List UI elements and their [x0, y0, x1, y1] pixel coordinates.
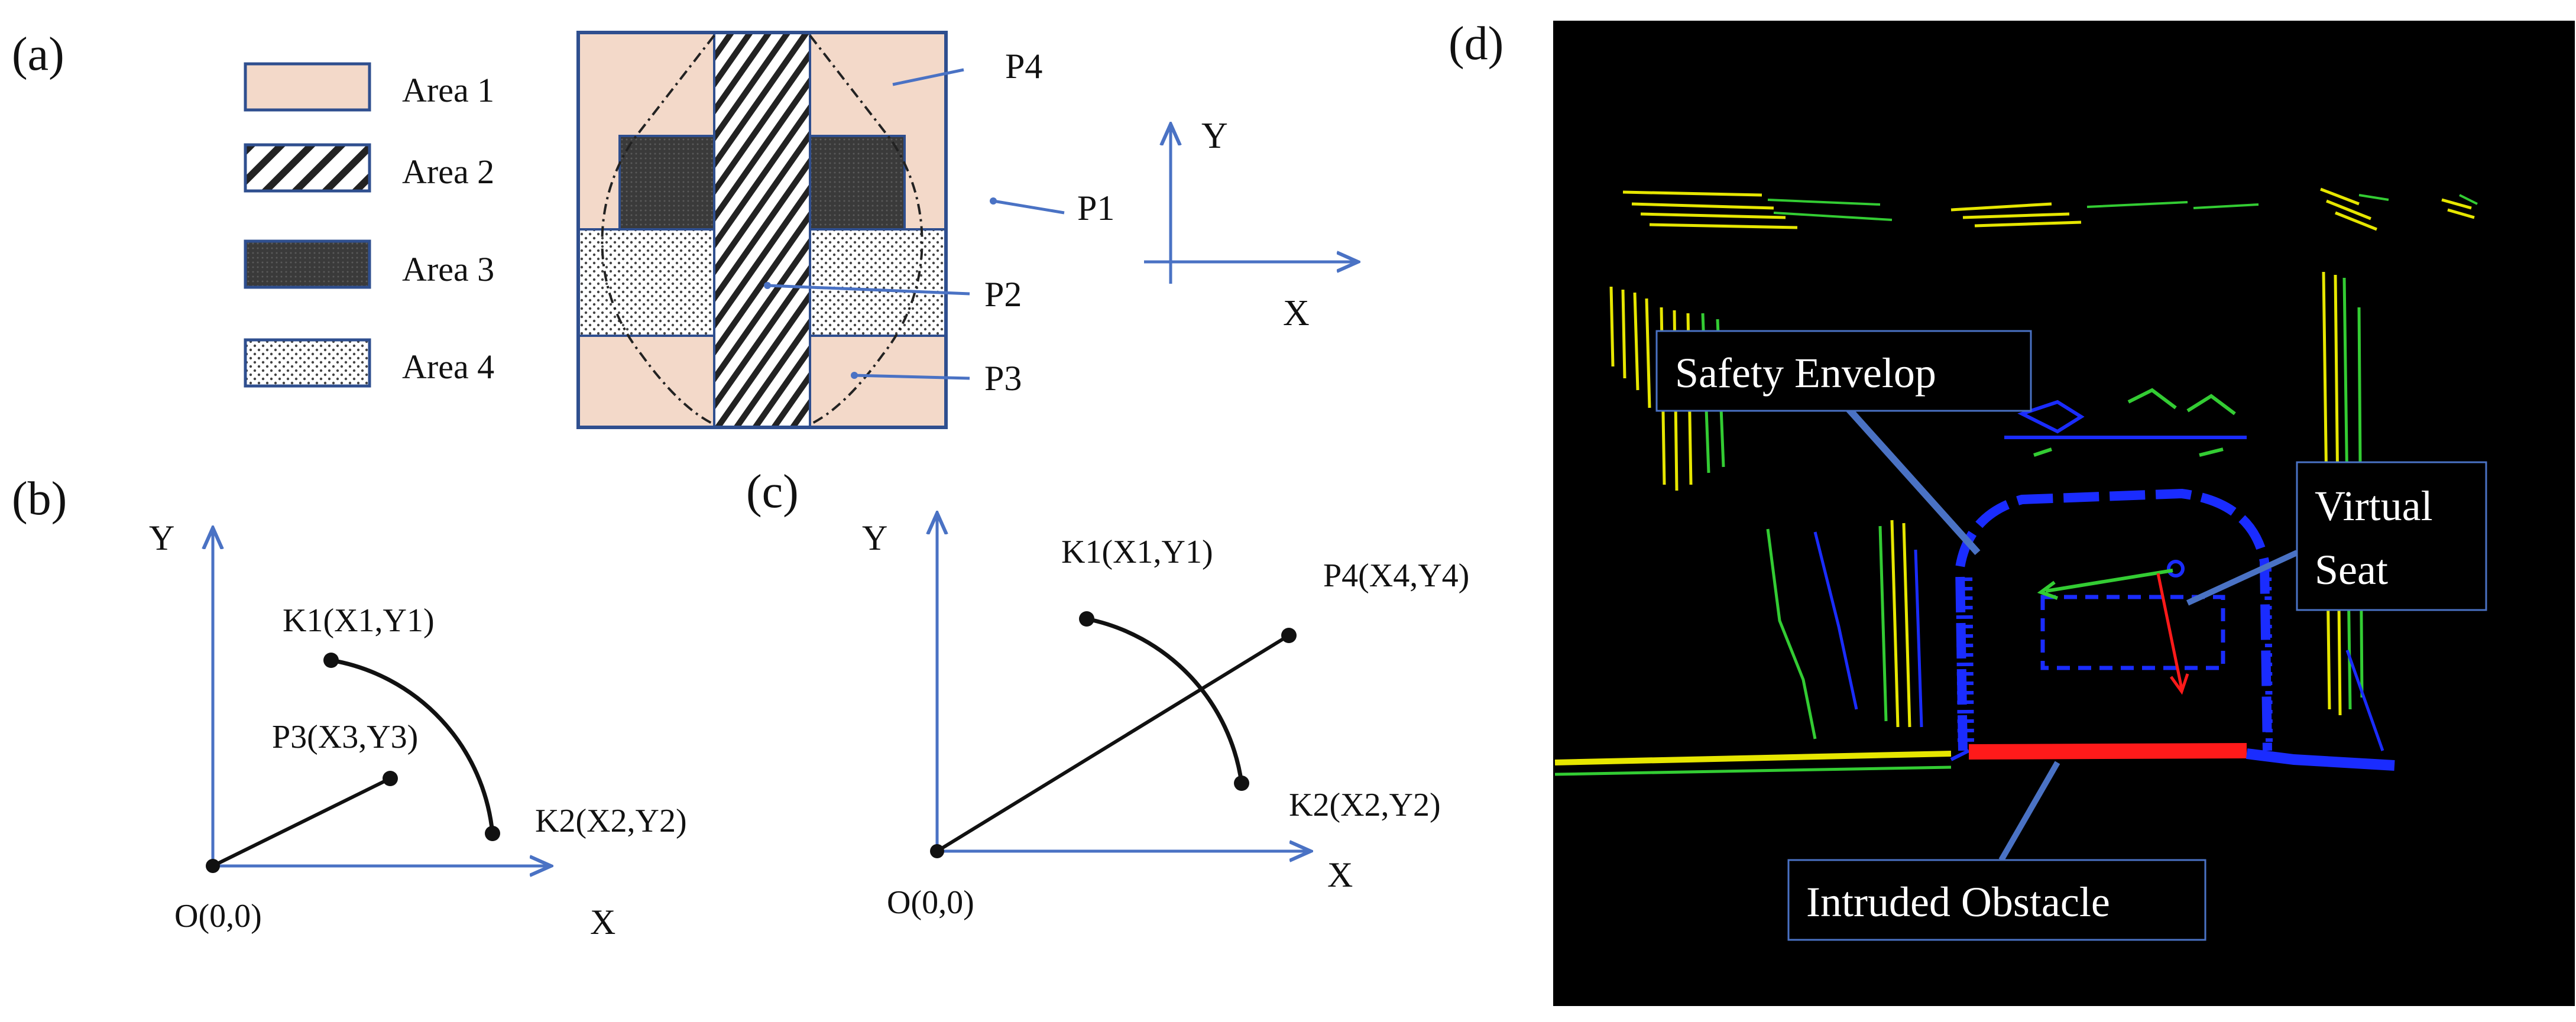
seat-callout-leader	[2186, 550, 2299, 606]
p1-leader	[993, 199, 1065, 215]
panel-a-tag: (a)	[12, 28, 64, 80]
c-line-o-p4	[936, 634, 1290, 853]
panel-c: (c) Y X K1(X1,Y1) P4(X4,Y4) K2(X2,Y2) O(…	[746, 466, 1469, 921]
seat-callout-line1: Virtual	[2315, 482, 2433, 530]
area-diagram-border	[576, 31, 948, 429]
lidar-top-band	[1622, 187, 2475, 231]
b-label-origin: O(0,0)	[174, 898, 262, 935]
legend-label-area2: Area 2	[402, 153, 494, 191]
legend: Area 1 Area 2 Area 3 Area 4	[244, 62, 494, 388]
c-point-k1	[1079, 611, 1094, 627]
b-label-p3: P3(X3,Y3)	[272, 719, 418, 755]
c-x-label: X	[1327, 855, 1353, 894]
panel-a: (a) Area 1 Area 2 Area 3 Area 4	[12, 28, 1357, 429]
c-arc-k1-k2	[1086, 617, 1244, 784]
seat-axis-red-head	[2169, 673, 2189, 695]
safety-envelope-inner-right	[2264, 567, 2273, 742]
b-arc-k1-k2	[330, 658, 495, 834]
legend-label-area3: Area 3	[402, 250, 494, 288]
p2-label: P2	[984, 275, 1022, 314]
p1-label: P1	[1077, 189, 1114, 228]
p4-leader	[892, 68, 964, 86]
c-label-p4: P4(X4,Y4)	[1323, 557, 1469, 594]
legend-swatch-area1	[244, 62, 371, 112]
c-y-label: Y	[862, 518, 887, 557]
obstacle-callout-text: Intruded Obstacle	[1806, 878, 2110, 926]
area-diagram	[576, 31, 948, 429]
b-point-origin	[206, 859, 220, 873]
lidar-vehicle-top	[2004, 388, 2247, 457]
seat-axis-red	[2156, 573, 2183, 689]
b-point-k2	[485, 826, 500, 841]
area4-right	[809, 228, 947, 337]
c-point-origin	[930, 844, 944, 858]
obstacle-callout-box	[1787, 859, 2206, 941]
lidar-left-posts	[1766, 520, 1923, 739]
a-x-label: X	[1283, 293, 1310, 333]
p3-leader	[854, 374, 970, 380]
safety-callout-leader	[1845, 405, 1981, 556]
area3-left	[618, 135, 715, 231]
obstacle-callout-leader	[1998, 761, 2060, 862]
virtual-seat-rect	[2040, 595, 2225, 670]
intruded-obstacle-band	[1968, 743, 2247, 760]
c-label-k1: K1(X1,Y1)	[1061, 534, 1213, 570]
seat-callout-box	[2296, 461, 2487, 611]
c-label-k2: K2(X2,Y2)	[1289, 787, 1441, 823]
b-label-k2: K2(X2,Y2)	[535, 803, 687, 839]
b-line-o-p3	[212, 777, 391, 868]
panel-b-tag: (b)	[12, 473, 67, 525]
b-point-k1	[323, 653, 339, 668]
legend-swatch-area3	[244, 239, 371, 289]
a-y-label: Y	[1201, 116, 1228, 156]
c-point-k2	[1234, 776, 1249, 791]
legend-label-area1: Area 1	[402, 71, 494, 109]
legend-label-area4: Area 4	[402, 348, 494, 386]
envelope-curve	[601, 34, 924, 426]
panel-c-tag: (c)	[746, 466, 799, 518]
c-point-p4	[1281, 628, 1297, 643]
b-y-label: Y	[149, 518, 174, 557]
legend-swatch-area4	[244, 338, 371, 388]
legend-swatch-area2	[244, 143, 371, 193]
seat-axis-green-head	[2037, 580, 2059, 600]
c-label-origin: O(0,0)	[887, 884, 974, 921]
panel-d: (d)	[1449, 18, 2575, 1006]
obstacle-band-blue-tail	[2246, 748, 2395, 771]
panel-b: (b) Y X K1(X1,Y1) P3(X3,Y3) K2(X2,Y2) O(…	[12, 473, 687, 942]
panel-d-tag: (d)	[1449, 18, 1504, 70]
area2-strip	[713, 31, 811, 429]
seat-callout-line2: Seat	[2315, 546, 2388, 593]
area3-right	[809, 135, 906, 231]
safety-callout-text: Safety Envelop	[1675, 349, 1936, 397]
p4-label: P4	[1005, 47, 1042, 86]
seat-axis-green	[2045, 569, 2173, 593]
lidar-ground	[1554, 749, 1970, 776]
p3-label: P3	[984, 359, 1022, 398]
virtual-seat-origin	[2167, 560, 2185, 577]
b-label-k1: K1(X1,Y1)	[283, 602, 435, 639]
b-x-label: X	[590, 903, 615, 942]
area4-left	[577, 228, 715, 337]
lidar-top-band-green	[1767, 194, 2478, 221]
b-point-p3	[383, 771, 398, 786]
safety-callout-box	[1655, 330, 2032, 412]
p2-leader	[767, 284, 970, 296]
